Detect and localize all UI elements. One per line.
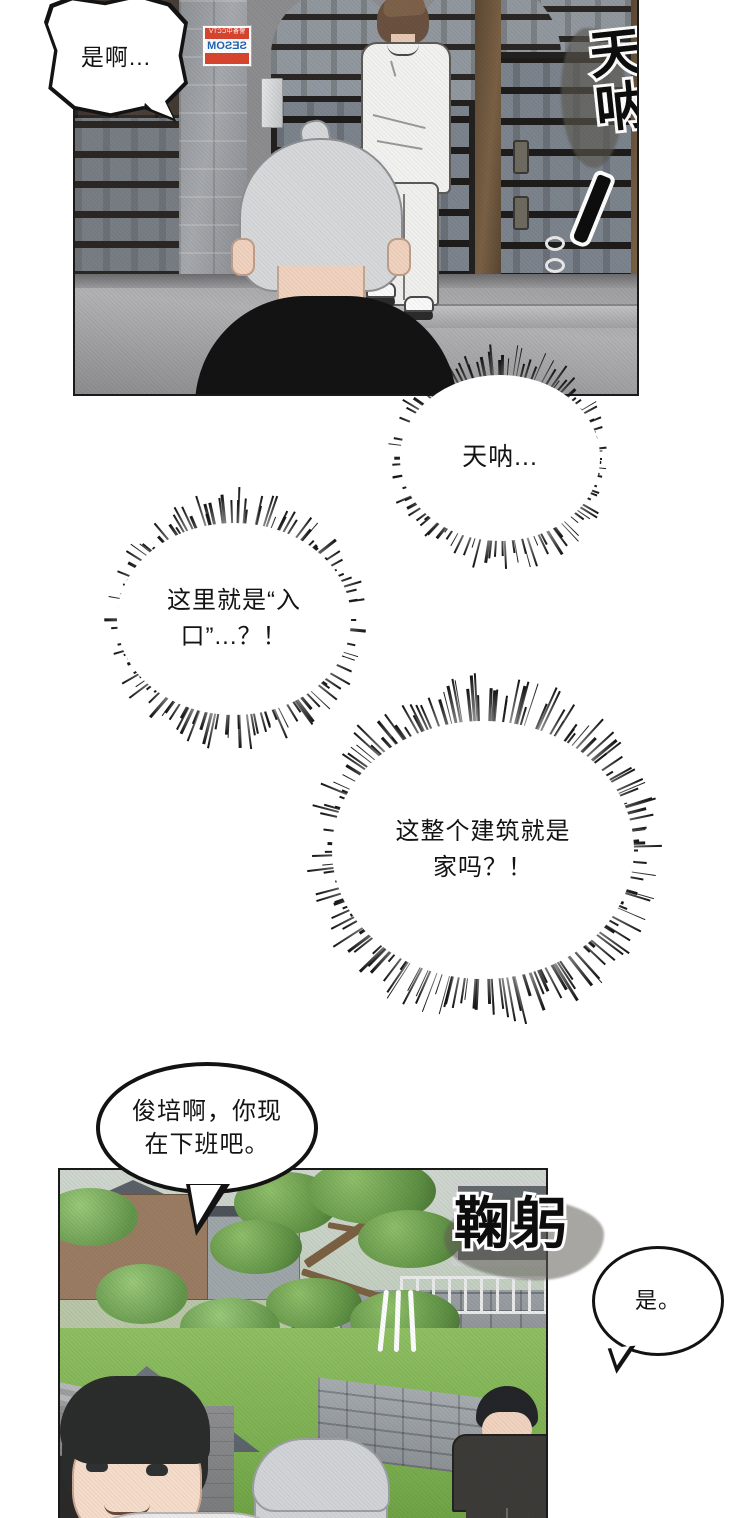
bubble-inner: 是啊... <box>48 0 184 118</box>
motion-lines <box>384 1290 424 1370</box>
character-dark-haired-man <box>58 1376 300 1518</box>
door-latch-upper <box>513 140 529 174</box>
door-handle-lower <box>545 258 565 273</box>
man-eye-right <box>146 1464 168 1476</box>
bubble-tail-inner <box>190 1185 221 1225</box>
sfx-oh-my-god-text: 天呐 <box>581 24 639 137</box>
speech-bubble-get-off-work: 俊培啊，你现 在下班吧。 <box>96 1062 318 1194</box>
door-latch-lower <box>513 196 529 230</box>
motion-line-c <box>408 1290 416 1352</box>
man-hair-bangs <box>60 1376 210 1464</box>
thought-burst-tianna: 天呐... <box>372 352 628 564</box>
character-butler-bowing <box>446 1386 548 1518</box>
ear-left <box>231 238 255 276</box>
bush-b <box>96 1264 188 1324</box>
intercom-box <box>261 78 283 128</box>
butler-suit-jacket <box>452 1434 548 1512</box>
burst-text: 天呐... <box>462 439 538 477</box>
bubble-text: 是啊... <box>81 42 151 74</box>
thought-burst-whole-building: 这整个建筑就是 家吗？！ <box>290 684 676 1016</box>
cctv-sign-line1: 警备中CCTV <box>205 28 249 37</box>
cctv-sign-line2: SESOM <box>205 39 249 53</box>
door-handle-upper <box>545 236 565 251</box>
speech-bubble-shi-a: 是啊... <box>44 0 188 122</box>
speech-bubble-yes: 是。 <box>592 1246 724 1356</box>
cctv-security-sign: 警备中CCTV SESOM <box>203 26 251 66</box>
bubble-text: 俊培啊，你现 在下班吧。 <box>132 1095 282 1161</box>
motion-line-b <box>394 1290 401 1352</box>
bubble-text: 是。 <box>635 1286 681 1316</box>
sfx-bowing-text: 鞠躬 <box>454 1196 570 1252</box>
ear-right <box>387 238 411 276</box>
butler-trouser-seam <box>506 1508 508 1518</box>
bubble-tail-inner <box>611 1346 632 1366</box>
burst-text: 这整个建筑就是 家吗？！ <box>396 814 571 886</box>
burst-text: 这里就是“入 口”...？！ <box>167 583 301 655</box>
tree-foliage-e <box>266 1278 362 1330</box>
